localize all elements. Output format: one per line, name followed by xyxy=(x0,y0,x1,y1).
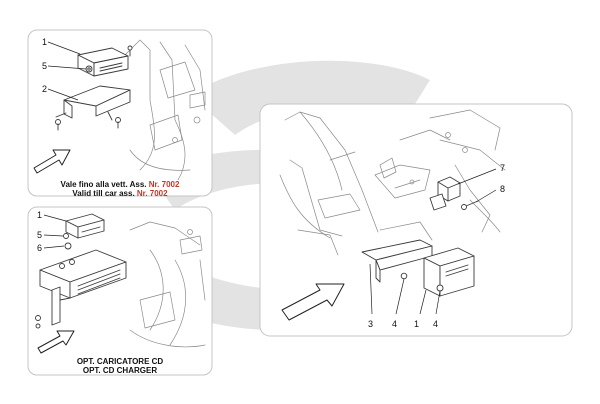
top-left-drawing xyxy=(33,39,206,181)
callout-1: 1 xyxy=(414,319,419,329)
callout-6: 6 xyxy=(37,243,42,253)
direction-arrow-icon xyxy=(281,283,345,321)
bottom-left-drawing xyxy=(35,213,206,354)
option-caption-it: OPT. CARICATORE CD xyxy=(77,357,164,366)
callout-2: 2 xyxy=(42,84,47,94)
panel-bottom-left xyxy=(27,206,213,376)
callout-5: 5 xyxy=(37,230,42,240)
callout-7: 7 xyxy=(500,163,505,173)
direction-arrow-icon xyxy=(33,149,71,174)
right-drawing xyxy=(279,109,506,321)
validity-caption-it: Vale fino alla vett. Ass. Nr. 7002 xyxy=(61,180,180,189)
callout-3: 3 xyxy=(368,319,373,329)
panel-right xyxy=(259,103,573,337)
validity-caption-en: Valid till car ass. Nr. 7002 xyxy=(72,189,168,198)
callout-4: 4 xyxy=(392,319,397,329)
panel-top-left xyxy=(27,29,213,197)
callout-4: 4 xyxy=(433,319,438,329)
callout-8: 8 xyxy=(500,184,505,194)
callout-1: 1 xyxy=(42,37,47,47)
callout-5: 5 xyxy=(42,61,47,71)
callout-1: 1 xyxy=(37,210,42,220)
direction-arrow-icon xyxy=(37,330,75,354)
option-caption-en: OPT. CD CHARGER xyxy=(83,366,157,375)
